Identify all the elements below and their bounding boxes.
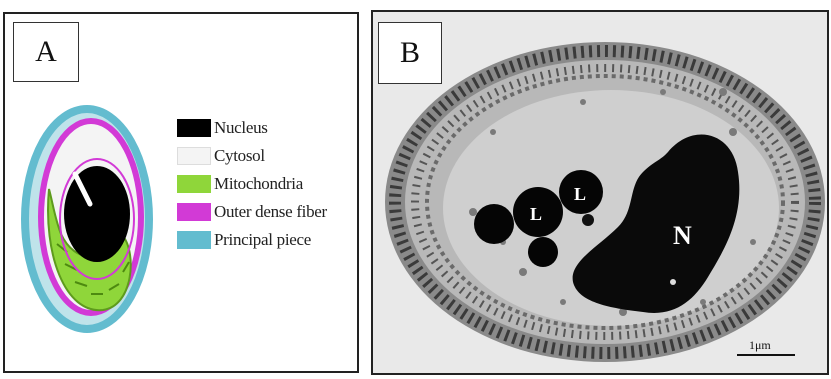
nucleus-label: N: [673, 221, 692, 250]
lipid-label: L: [574, 184, 586, 204]
legend-label: Mitochondria: [214, 174, 303, 194]
legend-label: Cytosol: [214, 146, 265, 166]
legend-item-principal-piece: Principal piece: [177, 226, 327, 254]
panel-a-schematic: A Nucleus Cytosol Mitochondria Outer: [3, 12, 359, 373]
legend-swatch: [177, 231, 211, 249]
legend-item-nucleus: Nucleus: [177, 114, 327, 142]
legend-swatch: [177, 175, 211, 193]
lipid-label: L: [530, 204, 542, 224]
lipid-droplet: [474, 204, 514, 244]
legend-item-mitochondria: Mitochondria: [177, 170, 327, 198]
lipid-droplet: [528, 237, 558, 267]
legend-swatch: [177, 203, 211, 221]
panel-b-micrograph: N L L 1μm B: [371, 10, 829, 375]
legend-item-outer-dense-fiber: Outer dense fiber: [177, 198, 327, 226]
legend-label: Principal piece: [214, 230, 311, 250]
nucleus-shape: [64, 166, 130, 262]
legend: Nucleus Cytosol Mitochondria Outer dense…: [177, 114, 327, 254]
legend-label: Nucleus: [214, 118, 268, 138]
legend-swatch: [177, 147, 211, 165]
scale-bar-label: 1μm: [749, 338, 771, 352]
legend-label: Outer dense fiber: [214, 202, 327, 222]
legend-item-cytosol: Cytosol: [177, 142, 327, 170]
panel-b-label: B: [378, 22, 442, 84]
legend-swatch: [177, 119, 211, 137]
